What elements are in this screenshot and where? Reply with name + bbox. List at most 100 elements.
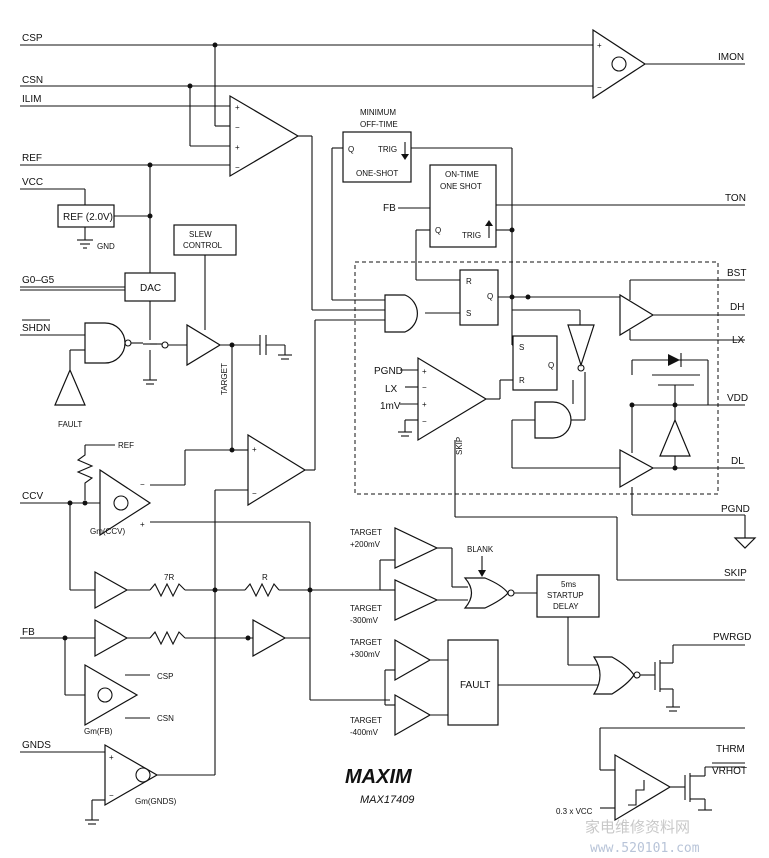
svg-text:Q: Q: [435, 226, 441, 235]
svg-text:ON-TIME: ON-TIME: [445, 170, 479, 179]
blank-nor-gate: [463, 577, 509, 609]
svg-text:0.3 x VCC: 0.3 x VCC: [556, 807, 593, 816]
svg-text:TARGET: TARGET: [350, 528, 382, 537]
imon-transconductor: [592, 28, 647, 100]
svg-text:-400mV: -400mV: [350, 728, 379, 737]
pin-ilim-label: ILIM: [22, 94, 41, 105]
fault-box: [447, 639, 499, 726]
pin-skip-label: SKIP: [724, 568, 747, 579]
fault-inverter: [54, 368, 86, 406]
svg-text:-300mV: -300mV: [350, 616, 379, 625]
ref-resistor: [76, 445, 94, 500]
svg-text:Gm(FB): Gm(FB): [84, 727, 113, 736]
watermark-cn: 家电维修资料网: [585, 818, 690, 836]
pin-pwrgd-label: PWRGD: [713, 632, 751, 643]
svg-text:TARGET: TARGET: [350, 604, 382, 613]
pin-dh-label: DH: [730, 302, 744, 313]
svg-text:R: R: [262, 573, 268, 582]
gm-ccv-transconductor: [99, 468, 152, 537]
svg-text:ONE SHOT: ONE SHOT: [440, 182, 482, 191]
svg-text:DELAY: DELAY: [553, 602, 579, 611]
pin-csn-label: CSN: [22, 75, 43, 86]
rs-latch-high: [459, 269, 499, 326]
svg-text:−: −: [597, 83, 602, 92]
svg-text:REF: REF: [118, 441, 134, 450]
gm-gnds-transconductor: [104, 743, 159, 807]
pin-fb-label: FB: [22, 627, 35, 638]
svg-text:Q: Q: [348, 145, 354, 154]
svg-text:S: S: [519, 343, 524, 352]
svg-text:TRIG: TRIG: [378, 145, 397, 154]
skip-comparator: [417, 356, 488, 442]
svg-text:FAULT: FAULT: [58, 420, 82, 429]
ilim-comparator: [229, 94, 300, 178]
svg-text:TARGET: TARGET: [350, 716, 382, 725]
slew-buffer: [186, 323, 222, 367]
maxim-logo: MAXIM: [345, 766, 413, 788]
svg-text:+: +: [235, 143, 240, 152]
svg-text:ONE-SHOT: ONE-SHOT: [356, 169, 398, 178]
part-number: MAX17409: [360, 794, 414, 806]
on-time-oneshot: [429, 164, 497, 248]
thermal-comparator: [614, 753, 672, 822]
error-amplifier: [247, 433, 307, 507]
svg-text:+: +: [252, 445, 257, 454]
pin-lx-label: LX: [732, 335, 745, 346]
svg-text:+: +: [109, 753, 114, 762]
gm-fb-transconductor: [84, 663, 139, 727]
svg-text:+: +: [235, 103, 240, 112]
svg-text:+300mV: +300mV: [350, 650, 381, 659]
svg-text:Q: Q: [548, 361, 554, 370]
svg-text:Gm(CCV): Gm(CCV): [90, 527, 125, 536]
vdd-inverter: [659, 418, 691, 457]
svg-text:FAULT: FAULT: [460, 680, 490, 691]
resistor-7r: [149, 582, 186, 598]
svg-text:−: −: [422, 383, 427, 392]
svg-text:+: +: [140, 520, 145, 529]
svg-text:SKIP: SKIP: [455, 437, 464, 455]
svg-text:+: +: [422, 400, 427, 409]
pin-ccv-label: CCV: [22, 491, 43, 502]
svg-text:+: +: [597, 41, 602, 50]
resistor-r: [244, 582, 280, 598]
svg-text:−: −: [235, 123, 240, 132]
ov-comparator: [394, 638, 432, 682]
pin-gnds-label: GNDS: [22, 740, 51, 751]
svg-text:MINIMUM: MINIMUM: [360, 108, 396, 117]
svg-text:S: S: [466, 309, 471, 318]
pin-vrhot-label: VRHOT: [712, 766, 747, 777]
pin-shdn-label: SHDN: [22, 323, 50, 334]
fb-buffer-2: [252, 618, 287, 658]
pin-ton-label: TON: [725, 193, 746, 204]
svg-text:+: +: [422, 367, 427, 376]
pin-pgnd-label: PGND: [721, 504, 750, 515]
svg-text:LX: LX: [385, 384, 398, 395]
uv-comparator: [394, 693, 432, 737]
svg-text:REF (2.0V): REF (2.0V): [63, 212, 113, 223]
driver-section-outline: [354, 261, 719, 495]
svg-text:R: R: [519, 376, 525, 385]
high-side-driver: [619, 293, 655, 337]
svg-text:7R: 7R: [164, 573, 174, 582]
ccv-buffer: [94, 570, 129, 610]
svg-text:Gm(GNDS): Gm(GNDS): [135, 797, 177, 806]
pin-vdd-label: VDD: [727, 393, 748, 404]
svg-text:R: R: [466, 277, 472, 286]
svg-text:TARGET: TARGET: [350, 638, 382, 647]
svg-text:TRIG: TRIG: [462, 231, 481, 240]
pin-g0g5-label: G0–G5: [22, 275, 55, 286]
svg-text:FB: FB: [383, 203, 396, 214]
fb-buffer: [94, 618, 129, 658]
svg-text:+200mV: +200mV: [350, 540, 381, 549]
svg-text:CONTROL: CONTROL: [183, 241, 223, 250]
svg-text:−: −: [235, 163, 240, 172]
svg-text:OFF-TIME: OFF-TIME: [360, 120, 398, 129]
svg-text:STARTUP: STARTUP: [547, 591, 584, 600]
latch-inverter: [567, 324, 595, 367]
upper-pg-comparator: [394, 527, 439, 569]
pin-imon-label: IMON: [718, 52, 744, 63]
shdn-and-gate: [84, 322, 126, 364]
pin-vcc-label: VCC: [22, 177, 43, 188]
lower-pg-comparator: [394, 579, 439, 621]
